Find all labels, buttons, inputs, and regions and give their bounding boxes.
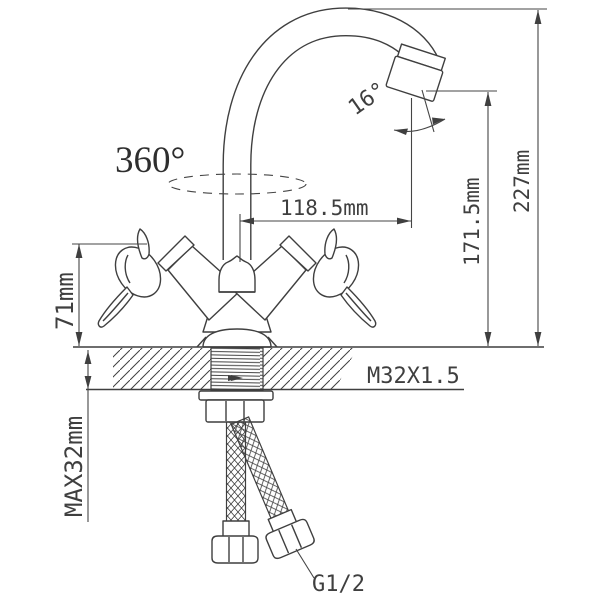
right-knob-lever-line — [345, 292, 372, 322]
aerator-body — [385, 55, 444, 102]
right-knob-detail — [343, 254, 350, 284]
hose-nut-diagonal — [265, 518, 315, 560]
right-knob-top-wing — [324, 228, 338, 260]
counter-hatch-left — [113, 348, 211, 390]
label-max-thickness: MAX32mm — [60, 416, 88, 517]
right-knob — [312, 246, 360, 298]
dim-handle-height: 71mm — [51, 243, 147, 346]
riser-collar — [218, 255, 256, 293]
label-swivel-angle: 360° — [115, 140, 185, 181]
dome-skirt-right — [267, 336, 278, 348]
label-hose-thread: G1/2 — [312, 572, 365, 597]
mounting-nut — [205, 399, 265, 423]
label-aerator-angle: 16° — [344, 78, 391, 121]
label-handle-height: 71mm — [51, 272, 79, 330]
swivel-ellipse — [167, 173, 307, 195]
label-spout-reach: 118.5mm — [280, 196, 369, 220]
label-mount-thread: M32X1.5 — [367, 364, 460, 389]
left-knob — [114, 246, 162, 298]
countertop-section — [73, 346, 544, 391]
hose-thread-leader — [295, 548, 315, 579]
aerator-head — [385, 43, 446, 102]
label-spout-height: 171.5mm — [460, 177, 484, 266]
dim-max-thickness: MAX32mm — [60, 350, 92, 522]
left-knob-lever-line — [102, 292, 129, 322]
dome-skirt-left — [196, 336, 207, 348]
left-handle — [97, 228, 162, 328]
spout-fill — [223, 8, 441, 260]
hose-braid-vertical — [225, 421, 247, 523]
dim-spout-height: 171.5mm — [426, 90, 497, 346]
label-total-height: 227mm — [510, 150, 534, 213]
faucet-body — [157, 235, 317, 348]
mounting-shank — [198, 347, 274, 423]
shank-threads — [210, 347, 264, 391]
hose-nut-diagonal-facet-2 — [290, 524, 303, 548]
right-cap-ring — [279, 235, 317, 272]
spout-assembly — [218, 7, 442, 293]
thread-mark-left — [228, 375, 240, 381]
left-cap-ring — [157, 235, 195, 272]
dim-spout-reach: 118.5mm — [239, 98, 413, 262]
hose-collar-vertical — [222, 520, 250, 538]
left-knob-detail — [124, 254, 131, 284]
supply-hose-vertical — [211, 421, 259, 564]
counter-hatch-right — [263, 348, 357, 390]
dome-base — [202, 328, 272, 348]
hose-thread-callout: G1/2 — [295, 548, 365, 597]
shank-washer — [198, 390, 274, 401]
dim-total-height: 227mm — [348, 8, 547, 346]
hose-nut-diagonal-facet-1 — [278, 529, 290, 554]
right-handle — [312, 228, 377, 328]
hose-nut-vertical — [211, 535, 259, 564]
